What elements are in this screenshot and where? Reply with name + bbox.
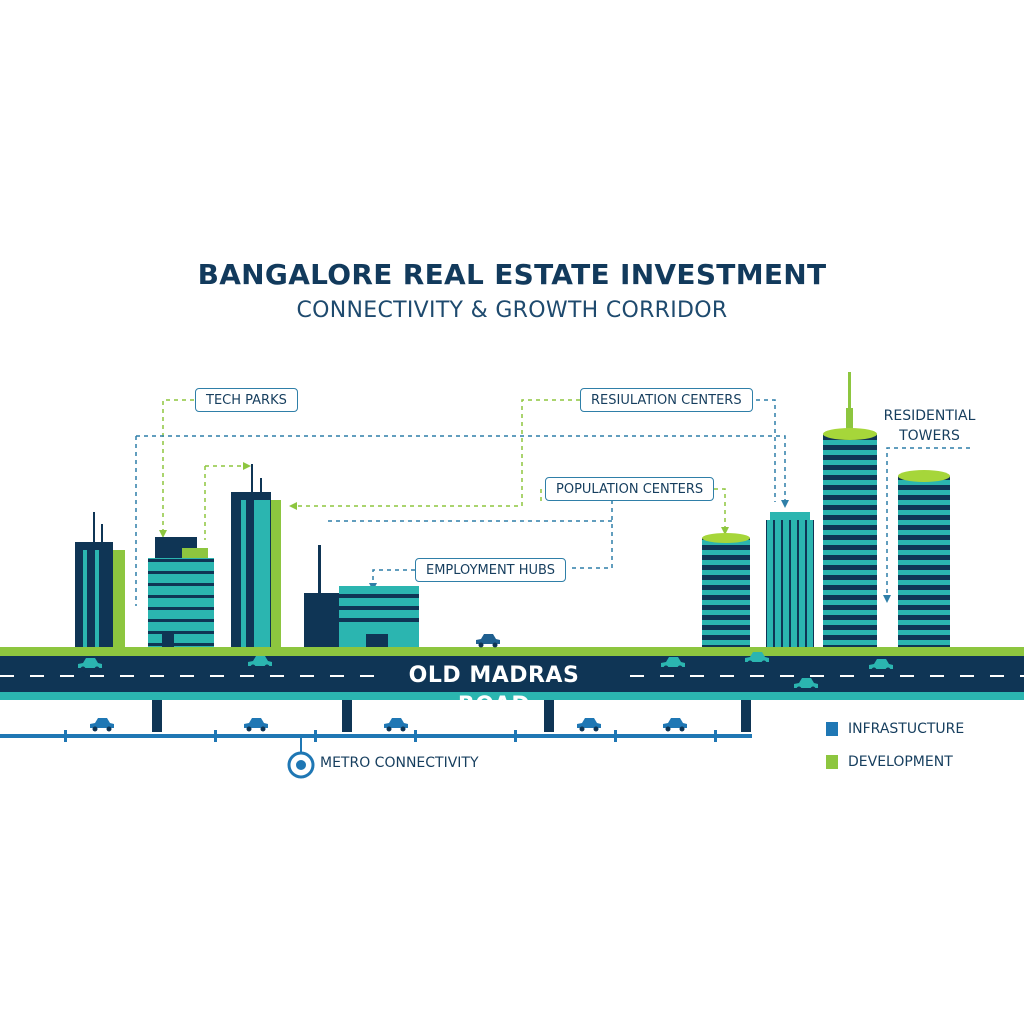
callout-employment-hubs: EMPLOYMENT HUBS xyxy=(415,558,566,582)
building-left-4 xyxy=(304,545,419,648)
legend-infrastructure: INFRASTUCTURE xyxy=(826,720,964,738)
car-icon xyxy=(90,718,114,732)
road-label: OLD MADRAS ROAD xyxy=(374,661,614,718)
car-icon xyxy=(384,718,408,732)
building-left-3 xyxy=(231,464,281,648)
diagram-subtitle: CONNECTIVITY & GROWTH CORRIDOR xyxy=(296,298,728,323)
label-residential-towers: RESIDENTIAL TOWERS xyxy=(872,406,987,446)
car-icon xyxy=(663,718,687,732)
car-icon xyxy=(476,634,500,648)
metro-marker-icon xyxy=(287,751,315,779)
legend-swatch-development xyxy=(826,755,838,769)
diagram-title: BANGALORE REAL ESTATE INVESTMENT xyxy=(197,258,827,291)
tower-right-1 xyxy=(702,533,750,648)
tower-right-3 xyxy=(823,372,877,648)
tower-right-4 xyxy=(898,470,950,648)
legend-label-development: DEVELOPMENT xyxy=(848,754,953,770)
car-icon xyxy=(244,718,268,732)
callout-resilation-centers: RESIULATION CENTERS xyxy=(580,388,753,412)
label-residential-line2: TOWERS xyxy=(899,428,960,444)
legend-swatch-infrastructure xyxy=(826,722,838,736)
building-left-2 xyxy=(148,537,214,648)
car-icon xyxy=(577,718,601,732)
legend-development: DEVELOPMENT xyxy=(826,753,953,771)
callout-tech-parks: TECH PARKS xyxy=(195,388,298,412)
metro-label: METRO CONNECTIVITY xyxy=(320,755,479,771)
tower-right-2 xyxy=(766,512,814,648)
building-left-1 xyxy=(75,512,125,648)
legend-label-infrastructure: INFRASTUCTURE xyxy=(848,721,965,737)
metro-line xyxy=(0,700,752,752)
label-residential-line1: RESIDENTIAL xyxy=(883,408,976,424)
callout-population-centers: POPULATION CENTERS xyxy=(545,477,715,501)
